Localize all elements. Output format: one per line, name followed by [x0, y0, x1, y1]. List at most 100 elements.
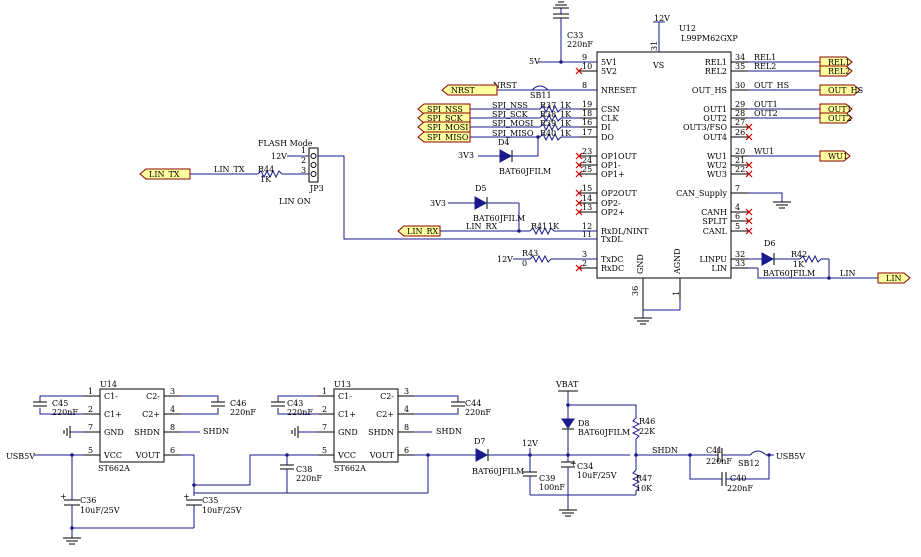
u12-pin-name: OUT3/FSO	[683, 123, 727, 132]
net-lin: LIN	[840, 269, 855, 278]
port-out1: OUT1	[819, 103, 853, 115]
net-usb5v-right: USB5V	[776, 452, 805, 461]
st662-pin-number: 8	[170, 423, 175, 432]
port-out2: OUT2	[819, 112, 853, 124]
u12-pin-name: RxDC	[601, 264, 624, 273]
st662-pin-number: 5	[322, 446, 327, 455]
port-spi-nss: SPI_NSS	[417, 103, 471, 115]
u12-pin-name: OP1+	[601, 170, 625, 179]
no-connect-mark	[575, 264, 583, 272]
spi-resistor	[539, 104, 562, 114]
svg-text:NRST: NRST	[451, 86, 476, 95]
r42-ref: R42	[791, 250, 807, 259]
r46-value: 22K	[639, 427, 656, 436]
u12-bottom-pins: GND AGND 36 1	[631, 248, 682, 310]
jp3-ref: JP3	[309, 184, 324, 193]
st662-pin-number: 2	[322, 405, 327, 414]
st662-body	[99, 388, 165, 463]
u12-pin-number: 27	[735, 118, 745, 127]
u12-pin-name: TxDL	[601, 235, 623, 244]
r44-ref: R44	[258, 165, 274, 174]
svg-text:OUT1: OUT1	[828, 105, 852, 114]
u12-pin-number: 12	[582, 222, 592, 231]
c35-ref: C35	[202, 496, 218, 505]
jp3-pin1: 1	[301, 146, 306, 155]
jp3-pin3: 3	[301, 166, 306, 175]
u12-pin-name: OUT2	[703, 114, 727, 123]
no-connect-mark	[575, 189, 583, 197]
u14-part: ST662A	[98, 464, 130, 473]
u12-pin-number: 16	[582, 118, 592, 127]
u12-pin-number: 30	[735, 81, 745, 90]
st662-body	[333, 388, 399, 463]
net-wu1: WU1	[754, 147, 774, 156]
svg-text:OUT_HS: OUT_HS	[828, 86, 863, 95]
u12-pin-name: OUT1	[703, 105, 727, 114]
d6-value: BAT60JFILM	[763, 269, 815, 278]
u12-pin-name: 5V1	[601, 58, 617, 67]
no-connect-mark	[745, 227, 753, 235]
spi-resistor	[539, 122, 562, 132]
st662-pin-name: C2+	[376, 410, 394, 419]
u12-pin-number: 19	[582, 100, 592, 109]
c34-ref: C34	[577, 462, 593, 471]
u12-pin-name: CAN_Supply	[676, 189, 727, 198]
u12-pin-number: 3	[582, 250, 587, 259]
st662-pin-name: C2+	[142, 410, 160, 419]
u12-vs-pin: VS	[652, 61, 664, 70]
no-connect-mark	[745, 133, 753, 141]
jp3-jumper[interactable]: FLASH Mode JP3 LIN ON 1 2 3	[258, 139, 324, 206]
svg-text:LIN_RX: LIN_RX	[407, 227, 438, 236]
c45-ref: C45	[52, 399, 68, 408]
c40-ref: C40	[730, 474, 746, 483]
u12-gnd-num: 36	[631, 286, 640, 296]
net-rel1: REL1	[754, 53, 776, 62]
u12-pin-number: 18	[582, 109, 592, 118]
u12-pin-number: 33	[735, 259, 745, 268]
net-out1: OUT1	[754, 100, 778, 109]
svg-text:LIN_TX: LIN_TX	[149, 170, 180, 179]
st662-pin-name: C2-	[146, 392, 160, 401]
u12-pin-number: 28	[735, 109, 745, 118]
sb12-ref: SB12	[738, 459, 760, 468]
spi-resistor-ref: R37	[540, 101, 556, 110]
u12-gnd-pin: GND	[636, 254, 645, 274]
port-wu1: WU1	[819, 150, 851, 162]
c39-ref: C39	[539, 474, 555, 483]
c35-value: 10uF/25V	[202, 506, 242, 515]
u12-pin-number: 29	[735, 100, 745, 109]
net-shdn-divider: SHDN	[652, 446, 678, 455]
no-connect-mark	[745, 170, 753, 178]
u12-pin-name: OUT4	[703, 133, 727, 142]
net-12v-jp3: 12V	[271, 152, 287, 161]
c34-value: 10uF/25V	[577, 471, 617, 480]
u12-pin-number: 14	[582, 194, 592, 203]
c44-ref: C44	[465, 399, 481, 408]
jp3-pin2: 2	[301, 156, 306, 165]
c38-ref: C38	[296, 465, 312, 474]
u12-agnd-num: 1	[672, 291, 681, 296]
d8-diode: D8 BAT60JFILM	[561, 418, 630, 437]
st662-pin-name: VOUT	[135, 451, 161, 460]
c35-plus: +	[183, 492, 190, 501]
u12-pin-name: REL1	[705, 58, 727, 67]
u12-pin-number: 22	[735, 165, 745, 174]
r43-value: 0	[522, 259, 527, 268]
net-lin-tx: LIN_TX	[214, 165, 245, 174]
port-rel2: REL2	[819, 65, 853, 77]
spi-resistor-ref: R40	[540, 129, 556, 138]
u12-pin-number: 32	[735, 250, 745, 259]
u12-pin-number: 35	[735, 62, 745, 71]
st662-pin-number: 3	[170, 387, 175, 396]
no-connect-mark	[575, 170, 583, 178]
c43-value: 220nF	[287, 408, 313, 417]
u12-pin-number: 23	[582, 147, 592, 156]
spi-net-label: SPI_MISO	[492, 129, 534, 138]
u12-pin-name: LINPU	[700, 255, 728, 264]
st662-pin-name: C1-	[338, 392, 352, 401]
port-nrst: NRST	[441, 84, 498, 96]
st662-pin-number: 8	[404, 423, 409, 432]
u12-pin-number: 17	[582, 128, 592, 137]
